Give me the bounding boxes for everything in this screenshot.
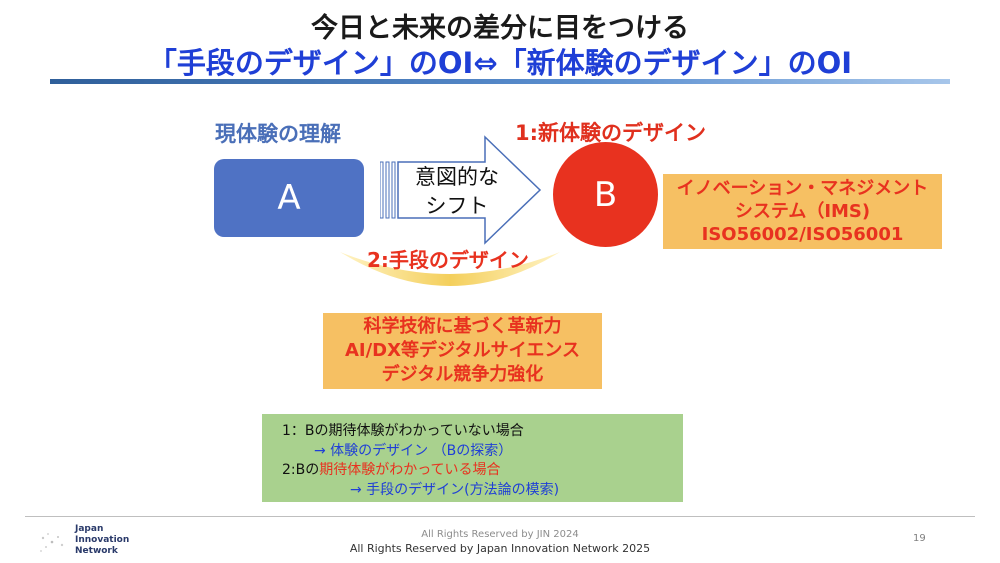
ims-box-line2: システム（IMS) [734,201,871,222]
tech-box: 科学技術に基づく革新力 AI/DX等デジタルサイエンス デジタル競争力強化 [323,313,602,389]
jin-logo-icon [40,533,64,552]
logo-line-1: Japan [75,524,104,534]
curved-swoosh-icon [340,252,560,286]
ims-box-line1: イノベーション・マネジメント [676,178,929,199]
note-line-2: → 体験のデザイン （Bの探索） [314,443,513,459]
logo-line-3: Network [75,546,118,556]
shift-arrow-text: 意図的な シフト [398,163,516,221]
shift-arrow-text-line2: シフト [425,194,489,218]
tech-box-line3: デジタル競争力強化 [381,364,544,385]
tech-box-line1: 科学技術に基づく革新力 [363,316,562,337]
note-line-4: → 手段のデザイン(方法論の模索) [350,482,560,498]
ims-box: イノベーション・マネジメント システム（IMS) ISO56002/ISO560… [663,174,942,249]
note-line-3-highlight: 期待体験がわかっている場合 [319,462,501,478]
shift-arrow-icon [380,135,542,245]
copyright-2024: All Rights Reserved by JIN 2024 [421,529,579,540]
title-divider [50,79,950,84]
logo-line-2: Innovation [75,535,130,545]
note-line-1: 1：Bの期待体験がわかっていない場合 [282,423,524,439]
page-subtitle: 「手段のデザイン」のOI⇔「新体験のデザイン」のOI [147,46,853,80]
circle-b: B [553,142,658,247]
page-title: 今日と未来の差分に目をつける [311,13,689,44]
copyright-2025: All Rights Reserved by Japan Innovation … [349,542,651,555]
tech-box-line2: AI/DX等デジタルサイエンス [344,340,581,361]
box-a: A [214,159,364,237]
jin-logo-text: Japan Innovation Network [75,524,129,557]
notes-box: 1：Bの期待体験がわかっていない場合 → 体験のデザイン （Bの探索） 2:Bの… [262,414,683,502]
means-design-label: 2:手段のデザイン [367,248,529,272]
ims-box-line3: ISO56002/ISO56001 [701,224,904,245]
page-number: 19 [913,533,926,544]
shift-arrow-text-line1: 意図的な [415,165,499,189]
current-experience-label: 現体験の理解 [215,122,341,146]
footer-divider [25,516,975,517]
note-line-3: 2:Bの期待体験がわかっている場合 [282,459,501,479]
note-line-3-prefix: 2:Bの [282,462,320,478]
new-experience-label: 1:新体験のデザイン [515,121,707,145]
